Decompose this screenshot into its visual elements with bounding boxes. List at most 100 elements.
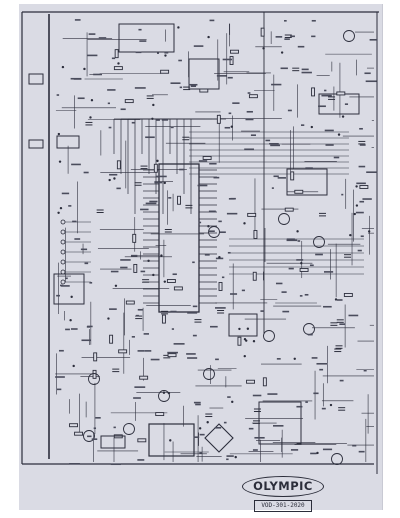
label-text-mark [188,83,198,86]
junction-dot [238,327,241,331]
junction-dot [147,259,150,263]
label-text-mark [74,238,81,240]
label-text-mark [70,77,82,80]
label-text-mark [288,267,294,270]
label-text-mark [156,52,159,54]
label-text-mark [116,187,121,190]
junction-dot [90,99,94,102]
label-text-mark [193,45,204,47]
label-text-mark [339,379,344,382]
label-text-mark [84,262,89,265]
label-text-mark [221,276,225,279]
junction-dot [72,364,75,368]
label-text-mark [275,36,283,38]
junction-dot [162,391,166,394]
label-text-mark [305,167,313,169]
label-text-mark [307,333,313,336]
label-text-mark [209,19,215,22]
label-text-mark [273,175,279,178]
junction-dot [218,256,221,259]
label-text-mark [81,339,91,342]
resistor [343,293,353,297]
label-text-mark [133,397,141,399]
label-text-mark [287,109,292,112]
wiring-layer [21,11,379,474]
resistor [359,185,369,189]
label-text-mark [360,235,364,238]
label-text-mark [88,33,96,35]
junction-dot [337,133,341,136]
label-text-mark [215,358,219,361]
label-text-mark [323,305,332,308]
label-text-mark [277,177,286,179]
label-text-mark [130,254,138,257]
label-text-mark [281,291,287,293]
junction-dot [113,177,116,180]
resistor [294,189,304,194]
connector-pin [60,239,66,245]
label-text-mark [107,89,116,91]
resistor [177,195,181,205]
label-text-mark [107,102,110,105]
label-text-mark [170,126,174,129]
junction-dot [243,222,246,225]
label-text-mark [304,293,309,296]
label-text-mark [244,148,254,151]
label-text-mark [267,393,278,395]
transistor [331,453,343,465]
junction-dot [316,451,319,455]
label-text-mark [83,171,89,174]
label-text-mark [208,210,216,213]
resistor [284,207,294,212]
label-text-mark [284,19,287,22]
label-text-mark [311,357,318,359]
label-text-mark [89,281,93,284]
label-text-mark [366,171,378,174]
label-text-mark [324,129,334,132]
ic-chip [228,313,258,337]
label-text-mark [111,57,116,60]
resistor [262,377,267,387]
label-text-mark [337,299,343,301]
label-text-mark [198,221,202,224]
connector-pin [60,249,66,255]
brand-block: OLYMPIC VOD-301-2020 [240,475,326,512]
label-text-mark [273,425,284,427]
junction-dot [167,391,171,395]
junction-dot [234,455,237,459]
label-text-mark [195,403,201,406]
label-text-mark [275,282,283,285]
resistor [74,431,84,436]
label-text-mark [155,175,167,178]
label-text-mark [134,87,146,89]
resistor [299,267,309,272]
junction-dot [243,354,246,358]
label-text-mark [199,433,205,436]
junction-dot [108,178,111,182]
label-text-mark [193,436,200,438]
label-text-mark [309,264,314,267]
label-text-mark [214,426,222,429]
label-text-mark [56,294,60,297]
label-text-mark [344,103,349,105]
junction-dot [230,125,233,128]
label-text-mark [77,97,85,100]
junction-dot [57,211,60,215]
junction-dot [83,67,86,71]
label-text-mark [359,200,365,203]
label-text-mark [254,436,265,439]
label-text-mark [313,392,319,395]
label-text-mark [215,307,226,309]
label-text-mark [324,89,327,92]
label-text-mark [197,184,208,187]
label-text-mark [284,38,290,40]
label-text-mark [226,455,234,457]
junction-dot [246,327,250,330]
label-text-mark [311,35,316,38]
label-text-mark [276,358,281,360]
label-text-mark [271,83,282,86]
transistor [343,30,355,42]
label-text-mark [55,376,65,378]
label-text-mark [192,334,197,337]
label-text-mark [150,358,160,361]
